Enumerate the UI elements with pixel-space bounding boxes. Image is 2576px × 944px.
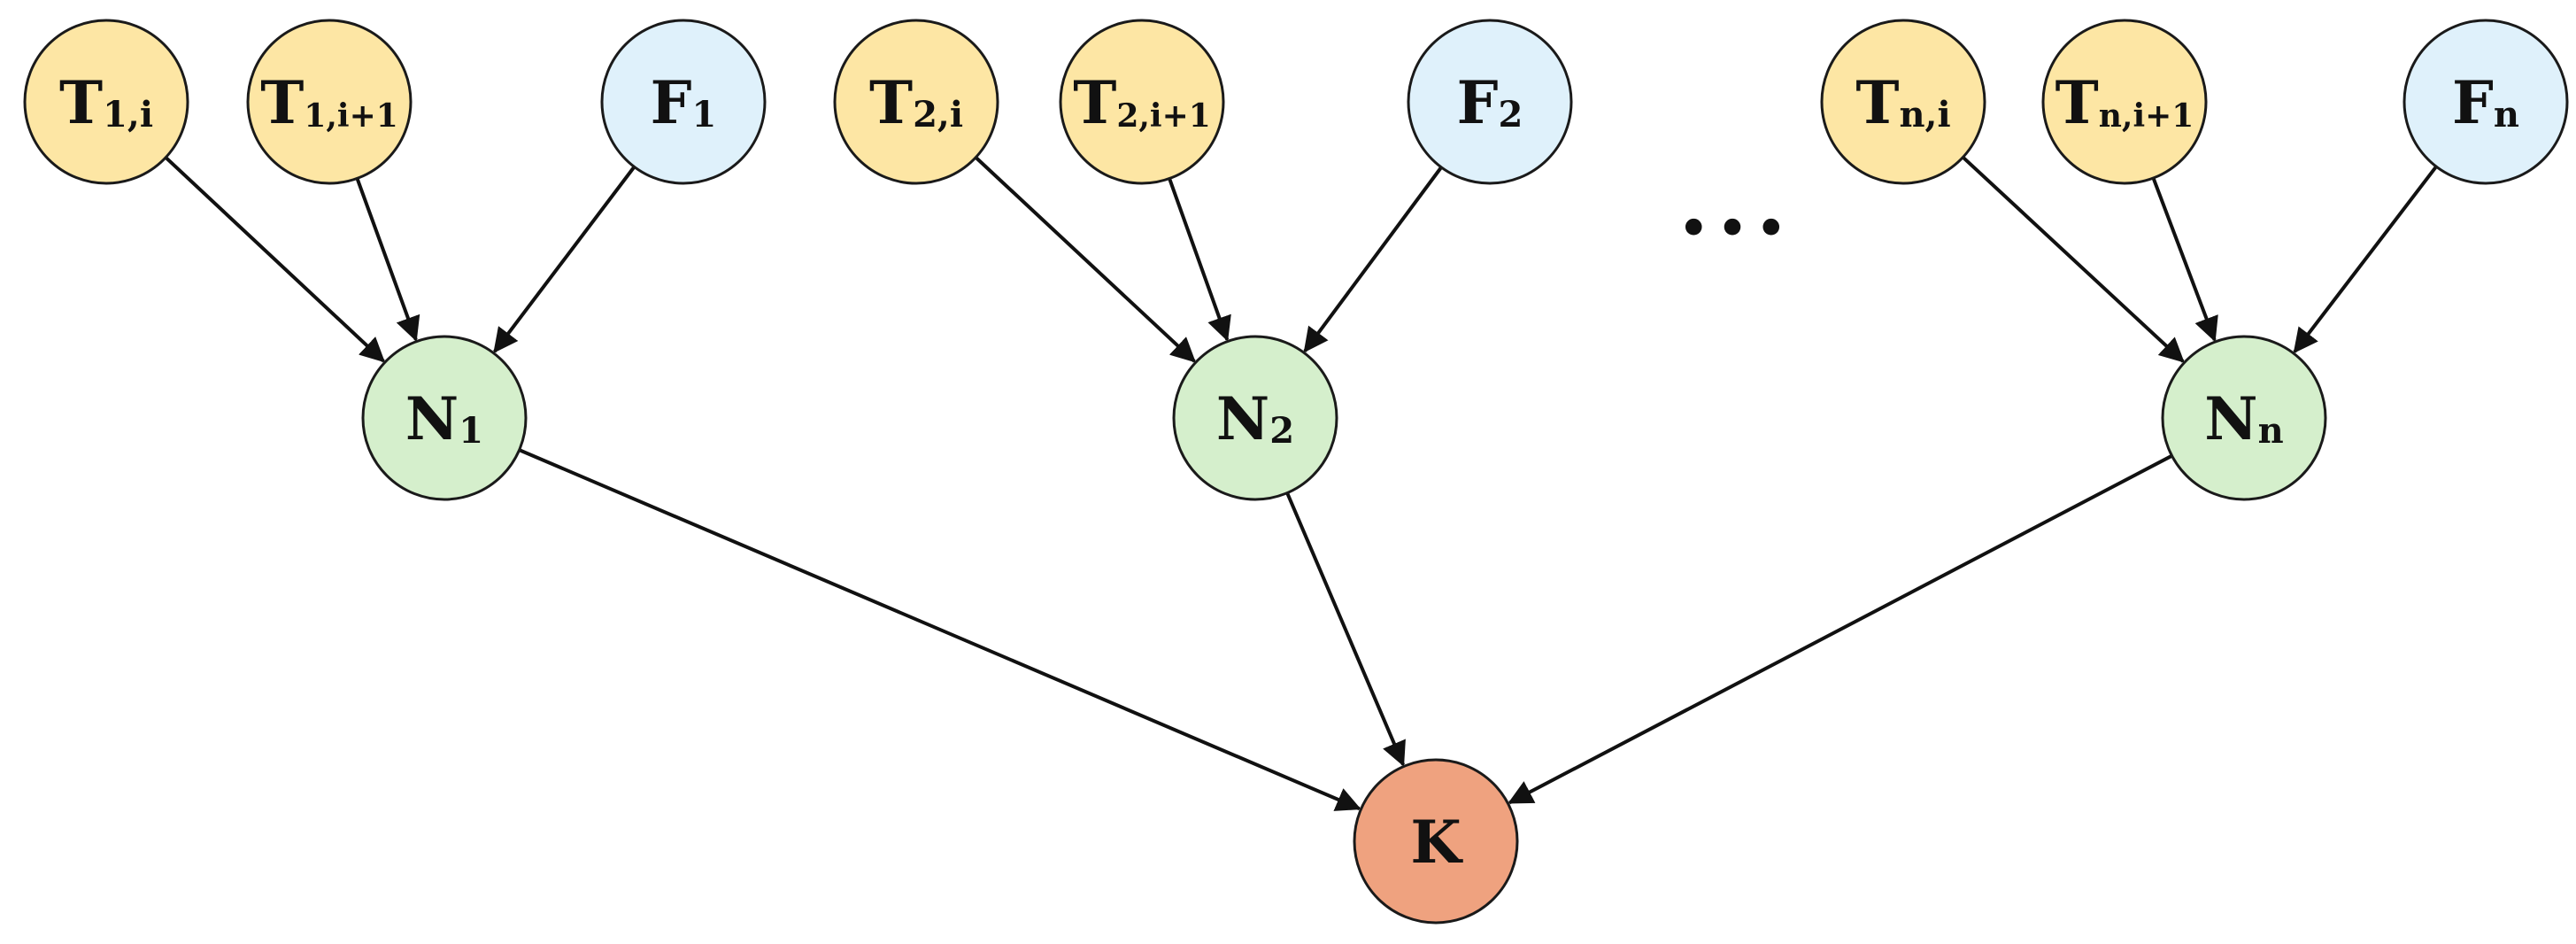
n-node-1: N1 [361, 335, 528, 501]
edge-g2-f-to-g2-n [2293, 165, 2438, 354]
t-node-3-2-circle [2041, 19, 2208, 185]
n-node-3-label: Nn [2204, 384, 2283, 453]
t-node-2-2: T2,i+1 [1059, 19, 1225, 185]
edge-g0-t1-to-g0-n [355, 177, 420, 342]
t-node-1-1-label-main: T [59, 68, 103, 137]
f-node-3-label-sub: n [2494, 94, 2519, 135]
t-node-3-1-label-main: T [1855, 68, 1899, 137]
edge-g0-f-to-g0-n [493, 166, 636, 353]
t-node-1-1-circle [23, 19, 189, 185]
f-node-2-label: F2 [1457, 68, 1523, 137]
n-node-3-label-main: N [2204, 384, 2257, 453]
n-node-2-circle [1172, 335, 1338, 501]
t-node-1-2-circle [246, 19, 413, 185]
t-node-3-2-label-sub: n,i+1 [2099, 97, 2194, 135]
t-node-2-1-label-main: T [869, 68, 913, 137]
k-node-circle [1353, 758, 1519, 925]
n-node-1-circle [361, 335, 528, 501]
n-node-2-label-main: N [1216, 384, 1269, 453]
n-node-1-label-sub: 1 [459, 410, 483, 452]
f-node-1-circle [600, 19, 767, 185]
f-node-1-label-main: F [651, 68, 692, 137]
t-node-1-2-label-main: T [260, 68, 304, 137]
t-node-1-1: T1,i [23, 19, 189, 185]
f-node-2-circle [1407, 19, 1573, 185]
edge-g0-t0-to-g0-n [164, 156, 386, 363]
f-node-3-circle [2402, 19, 2569, 185]
edge-g1-t0-to-g1-n [974, 156, 1196, 363]
f-node-3-label: Fn [2452, 68, 2519, 137]
edge-g2-t1-to-g2-n [2151, 177, 2218, 343]
t-node-3-2-label-main: T [2055, 68, 2099, 137]
ellipsis-dots: ••• [1677, 197, 1793, 262]
edge-g1-n-to-k [1285, 491, 1406, 767]
n-node-3-circle [2161, 335, 2327, 501]
t-node-2-1: T2,i [833, 19, 999, 185]
edges-layer [164, 156, 2438, 811]
t-node-2-2-label-main: T [1073, 68, 1116, 137]
k-node: K [1353, 758, 1519, 925]
f-node-1: F1 [600, 19, 767, 185]
f-node-3: Fn [2402, 19, 2569, 185]
k-node-label: K [1410, 808, 1463, 877]
t-node-3-2-label: Tn,i+1 [2055, 68, 2194, 137]
t-node-1-2-label-sub: 1,i+1 [304, 97, 397, 135]
n-node-3: Nn [2161, 335, 2327, 501]
f-node-1-label: F1 [651, 68, 717, 137]
t-node-2-2-label-sub: 2,i+1 [1116, 97, 1210, 135]
n-node-1-label: N1 [405, 384, 483, 453]
n-node-2: N2 [1172, 335, 1338, 501]
k-node-label-main: K [1410, 808, 1463, 877]
t-node-2-1-label-sub: 2,i [913, 94, 963, 135]
edge-g0-n-to-k [518, 448, 1361, 811]
n-node-1-label-main: N [405, 384, 459, 453]
f-node-1-label-sub: 1 [692, 94, 717, 135]
t-node-1-2-label: T1,i+1 [260, 68, 398, 137]
t-node-3-1-circle [1820, 19, 1986, 185]
t-node-2-2-label: T2,i+1 [1073, 68, 1211, 137]
t-node-3-2: Tn,i+1 [2041, 19, 2208, 185]
t-node-2-1-circle [833, 19, 999, 185]
t-node-3-1: Tn,i [1820, 19, 1986, 185]
edge-g2-n-to-k [1508, 453, 2173, 805]
f-node-2-label-sub: 2 [1499, 94, 1523, 135]
f-node-3-label-main: F [2452, 68, 2494, 137]
t-node-2-1-label: T2,i [869, 68, 963, 137]
t-node-2-2-circle [1059, 19, 1225, 185]
t-node-1-1-label-sub: 1,i [103, 94, 153, 135]
n-node-2-label-sub: 2 [1269, 410, 1294, 452]
t-node-3-1-label: Tn,i [1855, 68, 1950, 137]
f-node-2: F2 [1407, 19, 1573, 185]
edge-g1-f-to-g1-n [1303, 166, 1443, 353]
t-node-1-2: T1,i+1 [246, 19, 413, 185]
edge-g2-t0-to-g2-n [1962, 156, 2185, 363]
edge-g1-t1-to-g1-n [1168, 177, 1231, 342]
n-node-2-label: N2 [1216, 384, 1294, 453]
f-node-2-label-main: F [1457, 68, 1499, 137]
t-node-3-1-label-sub: n,i [1899, 94, 1950, 135]
t-node-1-1-label: T1,i [59, 68, 153, 137]
n-node-3-label-sub: n [2258, 410, 2284, 452]
